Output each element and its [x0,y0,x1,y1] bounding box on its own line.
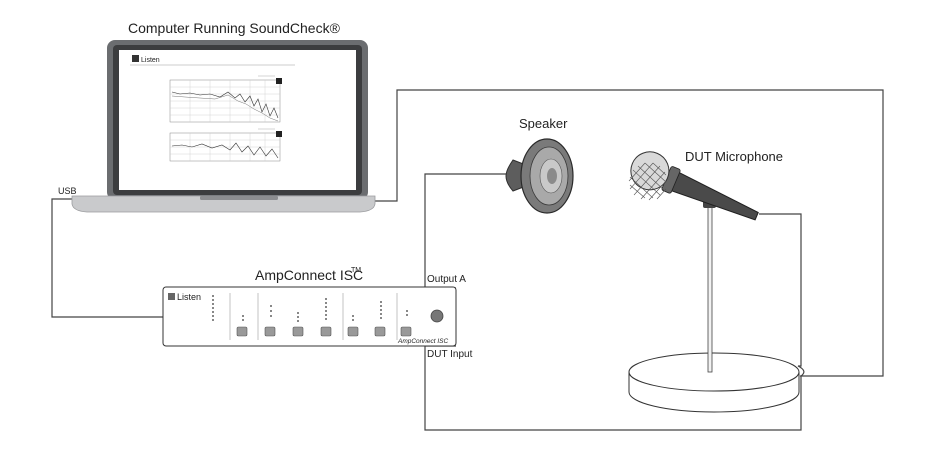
usb-label: USB [58,186,77,196]
frequency-graph-bottom [169,128,282,162]
channel-button[interactable] [292,326,304,337]
laptop-to-base-cable [375,89,884,377]
channel-button[interactable] [400,326,412,337]
channel-button[interactable] [320,326,332,337]
amp-name-label: AmpConnect ISC [255,267,363,283]
amp-brand: Listen [177,292,201,302]
volume-knob-icon[interactable] [430,309,444,323]
microphone-label: DUT Microphone [685,149,783,164]
laptop-base [71,195,376,213]
soundcheck-window: Listen [130,55,295,162]
speaker-dustcap [547,168,557,184]
channel-dividers [229,293,398,340]
mic-grille-mesh [628,162,667,201]
amp-faceplate-text: AmpConnect ISC [397,338,449,345]
dut-microphone [628,151,759,221]
channel-buttons [236,326,412,337]
speaker [505,138,574,214]
computer-label: Computer Running SoundCheck® [128,20,341,36]
output-a-label: Output A [427,274,466,285]
dut-input-cable [424,213,805,431]
mic-handle [669,171,759,221]
output-a-cable [424,173,512,289]
ampconnect-isc: Listen [162,286,457,347]
usb-cable [51,198,163,318]
listen-logo-icon [132,55,139,62]
speaker-label: Speaker [519,116,568,131]
frequency-graph-top [169,75,282,123]
stand-pole [707,205,713,373]
channel-button[interactable] [236,326,248,337]
channel-button[interactable] [347,326,359,337]
stand-base-top [628,352,800,392]
dut-input-label: DUT Input [427,349,473,360]
microphone-stand [628,196,800,413]
screen-brand: Listen [141,57,160,64]
channel-button[interactable] [264,326,276,337]
led-meter-main [212,295,214,321]
laptop: Listen [71,40,376,213]
laptop-hinge-notch [200,196,278,200]
amp-logo-icon [168,293,175,300]
amp-tm-label: TM [351,267,361,274]
channel-button[interactable] [374,326,386,337]
led-meters [212,295,408,322]
